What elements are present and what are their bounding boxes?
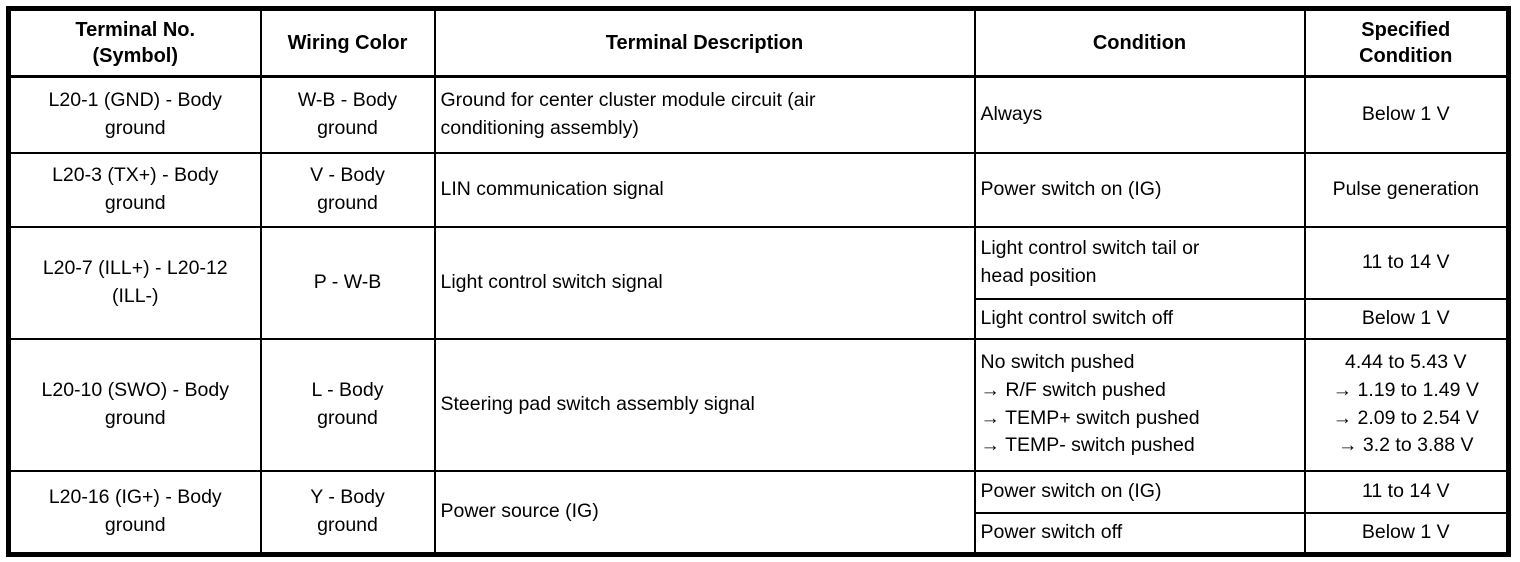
specified-condition-cell: Below 1 V bbox=[1303, 297, 1510, 340]
wiring-color-cell: V - Body ground bbox=[259, 151, 436, 228]
description-cell: Power source (IG) bbox=[433, 469, 976, 556]
specified-condition-cell: Pulse generation bbox=[1303, 151, 1510, 228]
condition-cell: No switch pushed → R/F switch pushed → T… bbox=[973, 337, 1306, 472]
description-cell: Light control switch signal bbox=[433, 225, 976, 340]
specified-condition-cell: 11 to 14 V bbox=[1303, 225, 1510, 300]
condition-cell: Light control switch tail or head positi… bbox=[973, 225, 1306, 300]
table-row: L20-10 (SWO) - Body ground L - Body grou… bbox=[7, 337, 1510, 472]
terminal-cell: L20-16 (IG+) - Body ground bbox=[7, 469, 262, 556]
specified-condition-cell: 11 to 14 V bbox=[1303, 469, 1510, 514]
header-condition: Condition bbox=[973, 7, 1306, 78]
specified-condition-cell: Below 1 V bbox=[1303, 511, 1510, 556]
table-row: L20-3 (TX+) - Body ground V - Body groun… bbox=[7, 151, 1510, 228]
condition-cell: Always bbox=[973, 75, 1306, 154]
terminal-cell: L20-1 (GND) - Body ground bbox=[7, 75, 262, 154]
header-terminal-description: Terminal Description bbox=[433, 7, 976, 78]
terminal-cell: L20-3 (TX+) - Body ground bbox=[7, 151, 262, 228]
description-cell: LIN communication signal bbox=[433, 151, 976, 228]
header-row: Terminal No. (Symbol) Wiring Color Termi… bbox=[7, 7, 1510, 78]
terminal-cell: L20-10 (SWO) - Body ground bbox=[7, 337, 262, 472]
wiring-color-cell: W-B - Body ground bbox=[259, 75, 436, 154]
wiring-color-cell: P - W-B bbox=[259, 225, 436, 340]
description-cell: Ground for center cluster module circuit… bbox=[433, 75, 976, 154]
table-row: L20-1 (GND) - Body ground W-B - Body gro… bbox=[7, 75, 1510, 154]
condition-cell: Power switch on (IG) bbox=[973, 151, 1306, 228]
specified-condition-cell: 4.44 to 5.43 V → 1.19 to 1.49 V → 2.09 t… bbox=[1303, 337, 1510, 472]
wiring-color-cell: L - Body ground bbox=[259, 337, 436, 472]
header-terminal-no: Terminal No. (Symbol) bbox=[7, 7, 262, 78]
wiring-color-cell: Y - Body ground bbox=[259, 469, 436, 556]
table-row: L20-7 (ILL+) - L20-12 (ILL-) P - W-B Lig… bbox=[7, 225, 1510, 340]
terminal-spec-table: Terminal No. (Symbol) Wiring Color Termi… bbox=[6, 6, 1511, 557]
table-subrow: Light control switch off Below 1 V bbox=[9, 297, 1510, 340]
condition-cell: Light control switch off bbox=[973, 297, 1306, 340]
description-cell: Steering pad switch assembly signal bbox=[433, 337, 976, 472]
specified-condition-cell: Below 1 V bbox=[1303, 75, 1510, 154]
condition-cell: Power switch off bbox=[973, 511, 1306, 556]
condition-cell: Power switch on (IG) bbox=[973, 469, 1306, 514]
table-subrow: Power switch off Below 1 V bbox=[9, 511, 1510, 556]
table-row: L20-16 (IG+) - Body ground Y - Body grou… bbox=[7, 469, 1510, 556]
header-wiring-color: Wiring Color bbox=[259, 7, 436, 78]
header-specified-condition: Specified Condition bbox=[1303, 7, 1510, 78]
terminal-cell: L20-7 (ILL+) - L20-12 (ILL-) bbox=[7, 225, 262, 340]
